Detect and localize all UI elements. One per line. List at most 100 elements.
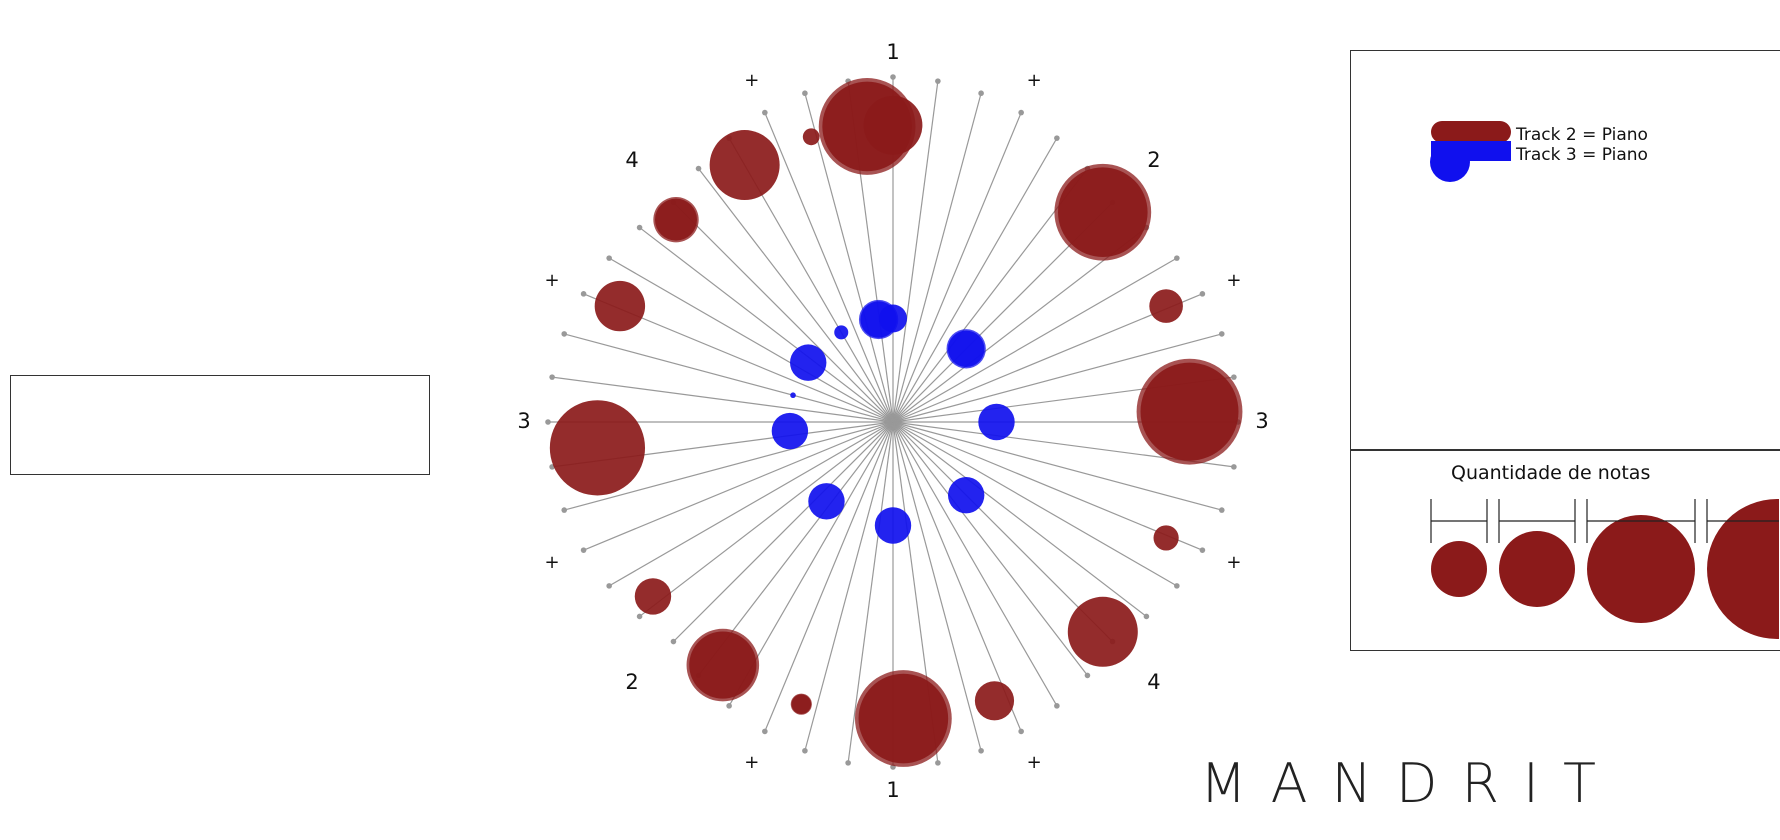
angle-label: + — [1027, 752, 1042, 773]
angle-label: + — [1027, 70, 1042, 91]
spoke-end-dot — [636, 224, 643, 231]
size-legend-panel: Quantidade de notas — [1350, 450, 1780, 651]
track2-note — [1149, 289, 1183, 323]
spoke-line — [804, 421, 894, 751]
spoke-end-dot — [561, 507, 568, 513]
track2-note — [1067, 596, 1138, 667]
spoke-end-dot — [1218, 507, 1225, 513]
spoke-end-dot — [978, 747, 984, 754]
spoke-end-dot — [1199, 291, 1206, 297]
track3-note — [978, 403, 1015, 441]
track2-note — [655, 198, 698, 241]
spoke-end-dot — [1018, 109, 1024, 116]
spoke-end-dot — [762, 109, 768, 116]
size-legend-circle — [1431, 541, 1487, 597]
spokes-group — [545, 74, 1241, 770]
spoke-end-dot — [561, 331, 568, 337]
spoke-end-dot — [1084, 672, 1091, 679]
spoke-line — [673, 202, 894, 423]
spoke-end-dot — [580, 547, 587, 553]
spoke-line — [892, 257, 1178, 423]
spoke-line — [892, 421, 982, 751]
angle-label: 3 — [517, 409, 530, 433]
size-legend: Quantidade de notas — [1430, 462, 1780, 639]
track2-note — [594, 280, 646, 332]
spoke-line — [673, 421, 894, 642]
angle-label: 4 — [1147, 670, 1160, 694]
angle-label: 2 — [625, 670, 638, 694]
spoke-end-dot — [695, 165, 702, 172]
spoke-line — [639, 227, 894, 423]
spoke-end-dot — [726, 703, 732, 709]
spoke-end-dot — [1231, 374, 1237, 380]
spoke-line — [764, 112, 894, 423]
spoke-end-dot — [580, 291, 587, 297]
legend-label-track2: Track 2 = Piano — [1515, 125, 1648, 145]
spoke-line — [608, 257, 894, 423]
spoke-line — [892, 421, 1147, 617]
track3-note — [834, 325, 849, 340]
angle-label: + — [744, 752, 759, 773]
spoke-line — [892, 421, 1088, 676]
spoke-end-dot — [1218, 331, 1225, 337]
spoke-line — [639, 421, 894, 617]
size-legend-circle — [1707, 499, 1780, 639]
spoke-end-dot — [802, 747, 808, 754]
spoke-end-dot — [762, 728, 768, 735]
angle-label: 1 — [886, 778, 899, 802]
spoke-end-dot — [1054, 135, 1060, 141]
spoke-line — [847, 421, 894, 763]
spoke-line — [608, 421, 894, 587]
track2-note — [791, 694, 812, 714]
spoke-line — [583, 421, 894, 551]
track2-note — [689, 631, 757, 699]
angle-label: + — [545, 270, 560, 291]
note-bubbles-group — [549, 78, 1243, 767]
spoke-line — [564, 333, 894, 423]
angle-label: 1 — [886, 40, 899, 64]
spoke-line — [892, 421, 1058, 707]
track3-note — [808, 483, 845, 520]
track2-note — [1153, 525, 1179, 551]
size-legend-items — [1430, 499, 1780, 639]
spoke-line — [892, 333, 1222, 423]
angle-label: + — [545, 552, 560, 573]
spoke-end-dot — [802, 90, 808, 97]
track2-note — [974, 681, 1015, 721]
angle-label: + — [1226, 270, 1241, 291]
spoke-line — [698, 168, 894, 423]
track2-note — [634, 578, 672, 615]
spoke-end-dot — [1143, 613, 1150, 620]
spoke-end-dot — [890, 74, 896, 80]
spoke-line — [892, 421, 1203, 551]
spoke-end-dot — [549, 374, 555, 380]
spoke-end-dot — [606, 583, 612, 589]
spoke-line — [564, 421, 894, 511]
spoke-line — [892, 293, 1203, 423]
spoke-end-dot — [606, 255, 612, 261]
track2-note — [1140, 362, 1239, 461]
spoke-end-dot — [1231, 464, 1237, 470]
track2-note — [709, 130, 780, 201]
spoke-end-dot — [670, 638, 677, 645]
spoke-end-dot — [1199, 547, 1206, 553]
track3-note — [947, 476, 985, 514]
track2-note — [1057, 167, 1148, 258]
info-box — [10, 375, 430, 475]
track3-note — [874, 507, 912, 544]
angle-label: 2 — [1147, 148, 1160, 172]
spoke-line — [892, 421, 1022, 732]
track2-note — [549, 400, 646, 496]
track2-note — [858, 673, 949, 764]
spoke-end-dot — [1018, 728, 1024, 735]
spoke-end-dot — [1174, 255, 1180, 261]
legend-swatch-track2 — [1431, 121, 1511, 143]
spoke-line — [892, 421, 1113, 642]
size-legend-title: Quantidade de notas — [1451, 462, 1650, 484]
track3-note — [790, 392, 796, 399]
spoke-line — [892, 81, 939, 423]
spoke-line — [892, 137, 1058, 423]
angle-labels-group: 1+2+3+4+1+2+3+4+ — [517, 40, 1268, 802]
spoke-end-dot — [545, 419, 551, 425]
